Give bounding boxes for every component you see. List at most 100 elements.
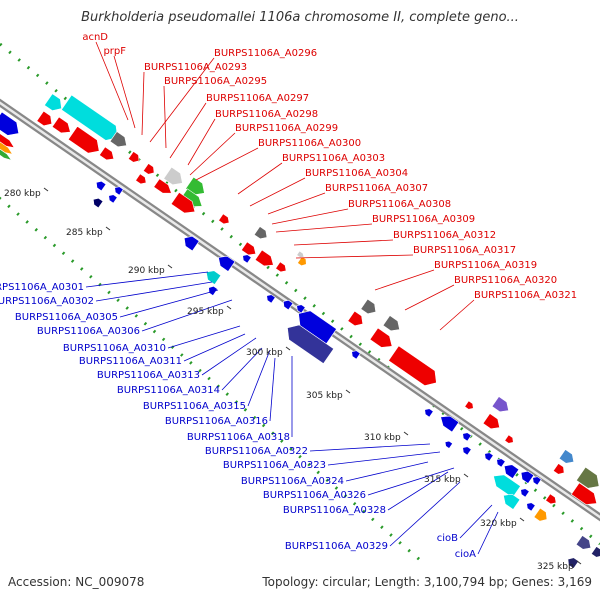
gene-arrow xyxy=(464,400,474,410)
gene-arrow xyxy=(347,310,364,327)
gene-arrow xyxy=(266,294,276,304)
reverse-callout-line xyxy=(327,451,441,466)
gene-feature xyxy=(98,146,115,161)
gene-arrow xyxy=(170,192,196,214)
gene-arrow xyxy=(503,493,521,510)
gene-arrow xyxy=(520,488,530,498)
forward-callout-line xyxy=(439,299,475,331)
gene-arrow xyxy=(462,446,472,456)
reverse-gene-label: cioA xyxy=(455,549,476,560)
gene-arrow xyxy=(296,304,306,314)
gene-arrow xyxy=(351,350,361,360)
gene-feature xyxy=(347,310,364,327)
forward-gene-label: BURPS1106A_A0308 xyxy=(348,199,451,210)
reverse-gene-label: BURPS1106A_A0328 xyxy=(283,505,386,516)
reverse-gene-label: BURPS1106A_A0329 xyxy=(285,541,388,552)
gene-feature xyxy=(298,310,337,345)
gene-arrow xyxy=(98,146,115,161)
reverse-callout-line xyxy=(221,347,263,391)
gene-arrow xyxy=(0,111,20,136)
forward-gene-label: BURPS1106A_A0312 xyxy=(393,230,496,241)
reverse-callout-line xyxy=(85,271,209,288)
forward-gene-label: BURPS1106A_A0317 xyxy=(413,245,516,256)
ruler-tick-mark xyxy=(519,517,525,522)
ruler-tick-label: 285 kbp xyxy=(66,228,103,238)
gene-feature xyxy=(533,507,548,522)
reverse-gene-label: BURPS1106A_A0324 xyxy=(241,476,344,487)
forward-callout-line xyxy=(275,223,373,233)
gene-arrow xyxy=(532,476,542,486)
gene-arrow xyxy=(520,470,535,484)
gene-feature xyxy=(462,446,472,456)
ruler-tick-mark xyxy=(403,431,409,436)
gene-feature xyxy=(135,173,147,185)
ruler-tick-label: 315 kbp xyxy=(424,475,461,485)
gene-feature xyxy=(218,213,230,225)
gene-arrow xyxy=(36,110,53,127)
ruler-tick-label: 280 kbp xyxy=(4,189,41,199)
gene-arrow xyxy=(109,131,127,148)
reverse-callout-line xyxy=(183,333,246,362)
gene-arrow xyxy=(127,151,140,163)
gene-feature xyxy=(185,176,205,196)
gene-arrow xyxy=(92,197,104,209)
gene-arrow xyxy=(282,299,294,311)
gene-feature xyxy=(532,476,542,486)
forward-gene-label: BURPS1106A_A0319 xyxy=(434,260,537,271)
ruler-tick-label: 300 kbp xyxy=(246,348,283,358)
ruler-tick-mark xyxy=(167,264,173,269)
ruler-tick-mark xyxy=(285,346,291,351)
gene-arrow xyxy=(183,235,200,252)
ruler-tick-label: 320 kbp xyxy=(480,519,517,529)
gene-feature xyxy=(44,93,62,111)
gene-arrow xyxy=(208,285,218,296)
gene-feature xyxy=(567,557,580,569)
gene-arrow xyxy=(67,125,100,154)
gene-feature xyxy=(464,400,474,410)
forward-callout-line xyxy=(95,41,129,121)
ruler-tick-mark xyxy=(576,560,582,565)
reverse-callout-line xyxy=(367,467,455,496)
reverse-callout-line xyxy=(477,511,499,555)
gene-feature xyxy=(369,327,393,348)
gene-feature xyxy=(0,141,14,155)
gene-arrow xyxy=(545,493,557,505)
gene-feature xyxy=(253,226,268,240)
gene-feature xyxy=(296,250,305,258)
forward-gene-label: BURPS1106A_A0309 xyxy=(372,214,475,225)
gene-arrow xyxy=(558,449,575,464)
ruler-tick-label: 310 kbp xyxy=(364,433,401,443)
gene-feature xyxy=(558,449,575,464)
gene-arrow xyxy=(163,166,183,186)
gene-feature xyxy=(575,466,600,489)
gene-feature xyxy=(36,110,53,127)
gene-feature xyxy=(208,285,218,296)
reverse-gene-label: BURPS1106A_A0305 xyxy=(15,312,118,323)
gene-arrow xyxy=(0,141,14,155)
gene-arrow xyxy=(552,463,565,475)
reverse-callout-line xyxy=(95,281,213,302)
gene-feature xyxy=(570,482,598,505)
gene-feature xyxy=(114,186,124,196)
gene-feature xyxy=(218,255,236,272)
reverse-gene-label: BURPS1106A_A0322 xyxy=(205,446,308,457)
forward-gene-label: BURPS1106A_A0296 xyxy=(214,48,317,59)
gene-arrow xyxy=(135,173,147,185)
reverse-callout-line xyxy=(141,299,233,332)
gene-feature xyxy=(254,249,274,267)
forward-callout-line xyxy=(163,85,167,149)
ruler-tick-mark xyxy=(43,187,49,192)
gene-feature xyxy=(382,315,400,332)
gene-feature xyxy=(127,151,140,163)
gene-arrow xyxy=(242,254,252,264)
forward-callout-line xyxy=(195,147,259,181)
gene-feature xyxy=(153,178,172,194)
reverse-gene-label: BURPS1106A_A0326 xyxy=(263,490,366,501)
gene-feature xyxy=(440,415,460,433)
gene-arrow xyxy=(575,466,600,489)
gene-arrow xyxy=(382,315,400,332)
forward-callout-line xyxy=(237,162,283,195)
forward-gene-label: BURPS1106A_A0303 xyxy=(282,153,385,164)
reverse-callout-line xyxy=(387,471,449,511)
